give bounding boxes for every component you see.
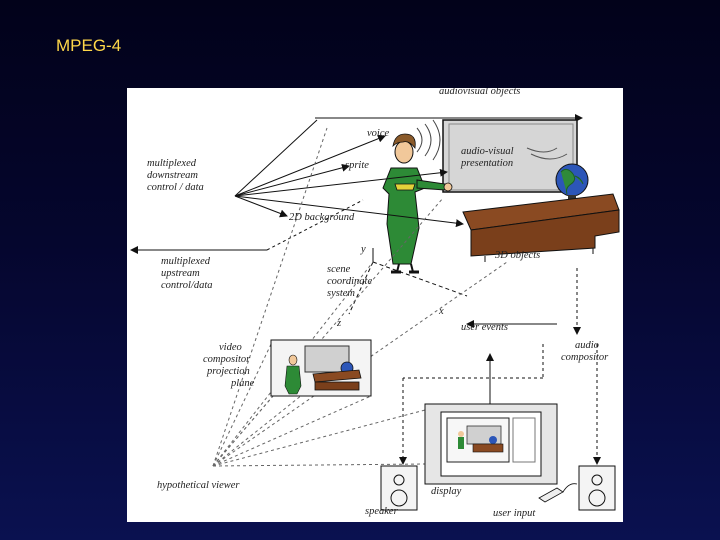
sound-waves [416, 119, 441, 161]
label-scene-coord-line2: coordinate [327, 276, 373, 287]
right-speaker [578, 465, 616, 511]
label-user-input: user input [493, 508, 536, 519]
label-av-presentation-line2: presentation [461, 158, 514, 169]
label-av-presentation-line1: audio-visual [461, 146, 514, 157]
label-audio-comp-line1: audio [575, 340, 599, 351]
label-scene-coord-line3: system [327, 288, 355, 299]
diagram-drawing [130, 114, 620, 511]
label-mux-up-line1: multiplexed [161, 256, 210, 267]
label-video-comp-line4: plane [231, 378, 255, 389]
label-3d-objects: 3D objects [495, 250, 541, 261]
label-voice: voice [367, 128, 390, 139]
label-2d-background: 2D background [289, 212, 355, 223]
label-audio-comp-line2: compositor [561, 352, 609, 363]
label-axis-x: x [439, 306, 444, 317]
user-input-device [538, 487, 564, 503]
label-hypothetical-viewer: hypothetical viewer [157, 480, 240, 491]
presenter-sprite [382, 133, 453, 274]
label-scene-coord-line1: scene [327, 264, 351, 275]
label-display: display [431, 486, 462, 497]
label-axis-z: z [337, 318, 342, 329]
label-video-comp-line2: compositor [203, 354, 251, 365]
av-presentation-screen [442, 119, 578, 193]
slide-title: MPEG-4 [56, 36, 122, 55]
label-mux-up-line2: upstream [161, 268, 200, 279]
label-sprite: sprite [345, 160, 369, 171]
label-video-comp-line3: projection [207, 366, 250, 377]
label-user-events: user events [461, 322, 508, 333]
label-mux-down-line2: downstream [147, 170, 198, 181]
label-axis-y: y [361, 244, 366, 255]
label-mux-up-line3: control/data [161, 280, 213, 291]
label-video-comp-line1: video [219, 342, 242, 353]
label-audiovisual-objects: audiovisual objects [439, 88, 521, 97]
label-mux-down-line3: control / data [147, 182, 204, 193]
left-speaker [380, 465, 418, 511]
label-speaker: speaker [365, 506, 398, 517]
label-mux-down-line1: multiplexed [147, 158, 196, 169]
mpeg4-scene-diagram: audiovisual objects voice sprite audio-v… [127, 88, 623, 522]
